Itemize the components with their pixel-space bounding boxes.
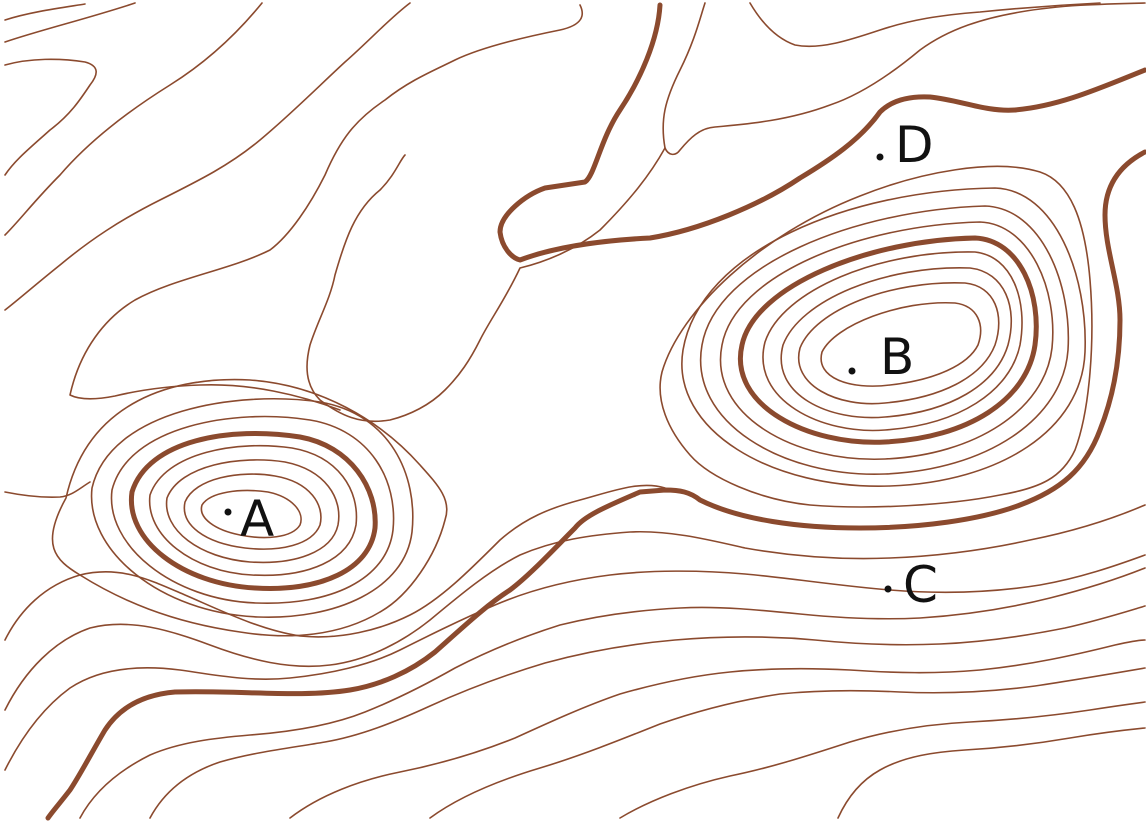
point-b: B [848,328,914,386]
point-c-label: C [903,556,938,614]
contour-line [820,301,982,387]
contour-line [699,205,1070,475]
hill-a-contours [51,378,448,637]
contour-line [681,187,1086,487]
contour-line [780,267,1012,419]
contour-line [69,4,584,411]
contour-line [79,567,1146,819]
contour-index-line [128,431,378,591]
contour-line [165,459,340,564]
contour-line [110,415,395,605]
contour-line [762,251,1023,432]
contour-line [719,221,1054,460]
point-d: D [876,116,934,174]
contour-line [289,639,1146,819]
contour-line [4,504,1146,711]
point-b-label: B [880,328,914,386]
contour-line [4,2,136,43]
contour-index-line [497,2,1146,263]
contour-line [662,2,1146,156]
lower-contours [4,484,1146,819]
point-a: A [224,490,274,548]
contour-line [200,489,302,539]
contour-line [4,484,666,641]
contour-line [429,667,1146,819]
contour-line [149,605,1146,819]
contour-line [749,2,1101,48]
contour-line [51,378,448,637]
contour-index-line [737,235,1039,445]
point-d-label: D [895,116,934,174]
contour-line [797,282,1000,405]
upper-left-contours [4,2,1146,498]
contour-line [4,3,86,21]
contour-line [659,165,1093,508]
contour-line [148,444,358,577]
point-a-label: A [240,490,274,548]
contour-line [4,2,263,236]
contour-line [4,58,97,176]
contour-line [90,397,414,618]
point-a-marker [224,508,232,516]
contour-line [619,701,1146,819]
contour-index-line [45,149,1146,821]
point-c: C [884,556,938,614]
contour-line [183,473,322,550]
point-c-marker [884,585,892,593]
point-b-marker [848,367,856,375]
contour-line [4,2,411,311]
contour-line [4,481,91,498]
point-d-marker [876,153,884,161]
hill-b-contours [659,165,1093,508]
contour-line [306,147,666,423]
contour-line [837,727,1146,819]
contour-line [4,554,1146,771]
